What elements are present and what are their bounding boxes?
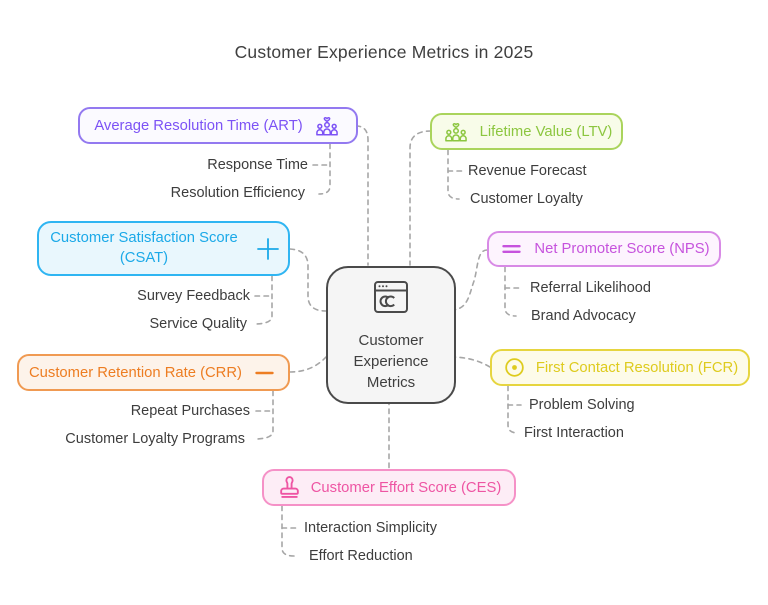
subtopic-problem-solving[interactable]: Problem Solving (529, 397, 635, 413)
node-label: Average Resolution Time (ART) (94, 117, 303, 134)
subtopic-first-interaction[interactable]: First Interaction (524, 425, 624, 441)
node-customer-satisfaction-score[interactable]: Customer Satisfaction Score (CSAT) (37, 221, 290, 276)
subtopic-survey-feedback[interactable]: Survey Feedback (137, 288, 250, 304)
connector-fcr-children (507, 385, 519, 434)
subtopic-interaction-simplicity[interactable]: Interaction Simplicity (304, 520, 437, 536)
connector-ces-children (281, 505, 295, 557)
connector-crr-children (253, 390, 274, 440)
subtopic-revenue-forecast[interactable]: Revenue Forecast (468, 163, 587, 179)
people-group-icon (312, 113, 342, 139)
node-label: First Contact Resolution (FCR) (535, 359, 739, 376)
center-node-label: Customer Experience Metrics (353, 331, 429, 392)
people-group-icon (441, 119, 471, 145)
subtopic-customer-loyalty[interactable]: Customer Loyalty (470, 191, 583, 207)
subtopic-service-quality[interactable]: Service Quality (149, 316, 247, 332)
connector-ltv-children (447, 149, 460, 200)
equals-icon (498, 237, 525, 261)
stamp-icon (277, 475, 302, 500)
diagram-title: Customer Experience Metrics in 2025 (234, 42, 534, 62)
subtopic-referral-likelihood[interactable]: Referral Likelihood (530, 280, 651, 296)
node-first-contact-resolution[interactable]: First Contact Resolution (FCR) (490, 349, 750, 386)
connector-ltv-center (409, 130, 432, 266)
connector-center-fcr (450, 356, 491, 368)
subtopic-response-time[interactable]: Response Time (207, 157, 308, 173)
node-label: Customer Effort Score (CES) (310, 479, 502, 496)
connector-art-children (318, 143, 331, 195)
node-net-promoter-score[interactable]: Net Promoter Score (NPS) (487, 231, 721, 267)
subtopic-resolution-efficiency[interactable]: Resolution Efficiency (170, 185, 305, 201)
node-label: Lifetime Value (LTV) (479, 123, 613, 140)
connector-csat-children (253, 275, 273, 325)
connector-crr-center (289, 356, 327, 373)
plus-icon (253, 234, 283, 264)
node-customer-effort-score[interactable]: Customer Effort Score (CES) (262, 469, 516, 506)
node-label: Customer Satisfaction Score (CSAT) (50, 229, 238, 266)
browser-window-icon (369, 277, 413, 322)
connector-nps-children (504, 266, 517, 317)
connector-center-nps (450, 249, 488, 311)
subtopic-brand-advocacy[interactable]: Brand Advocacy (531, 308, 636, 324)
subtopic-repeat-purchases[interactable]: Repeat Purchases (130, 403, 250, 419)
node-label: Net Promoter Score (NPS) (534, 241, 710, 257)
node-label: Customer Retention Rate (CRR) (29, 364, 242, 381)
subtopic-effort-reduction[interactable]: Effort Reduction (309, 548, 413, 564)
dash-icon (251, 361, 278, 385)
node-lifetime-value[interactable]: Lifetime Value (LTV) (430, 113, 623, 150)
node-average-resolution-time[interactable]: Average Resolution Time (ART) (78, 107, 358, 144)
node-customer-retention-rate[interactable]: Customer Retention Rate (CRR) (17, 354, 290, 391)
circle-dot-icon (502, 355, 527, 380)
subtopic-customer-loyalty-programs[interactable]: Customer Loyalty Programs (65, 431, 245, 447)
center-node[interactable]: Customer Experience Metrics (326, 266, 456, 404)
connector-art-center (355, 125, 369, 266)
connector-csat-center (289, 248, 327, 312)
